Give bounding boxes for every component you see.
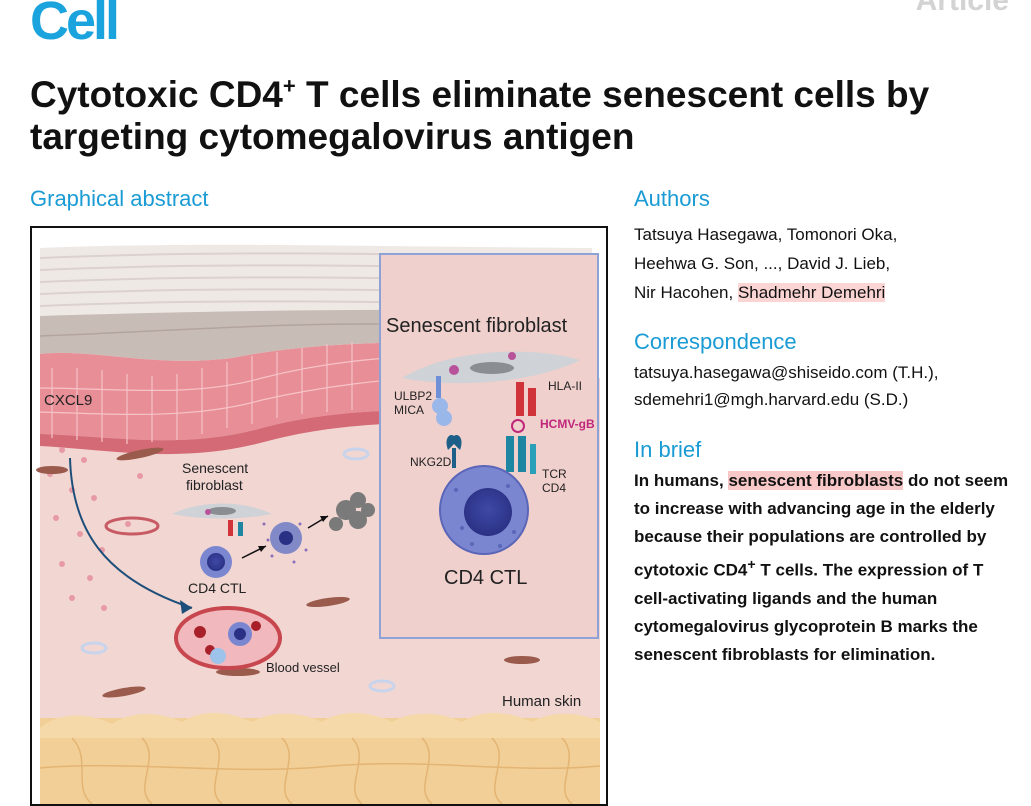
authors-line-1: Tatsuya Hasegawa, Tomonori Oka, bbox=[634, 225, 898, 244]
mica-label: MICA bbox=[394, 403, 424, 417]
title-rest: T cells eliminate senescent cells by tar… bbox=[30, 74, 930, 157]
authors-line-3-plain: Nir Hacohen, bbox=[634, 283, 738, 302]
cell-debris bbox=[329, 492, 375, 531]
subcutaneous-fat bbox=[39, 712, 601, 804]
inset-panel bbox=[379, 253, 599, 639]
small-cd4-ctl-label: CD4 CTL bbox=[188, 580, 247, 596]
correspondence-email-2[interactable]: sdemehri1@mgh.harvard.edu (S.D.) bbox=[634, 390, 909, 409]
in-brief-post1: do not seem to increase with advancing a… bbox=[634, 471, 1009, 580]
authors-line-2: Heehwa G. Son, ..., David J. Lieb, bbox=[634, 254, 891, 273]
nkg2d-label: NKG2D bbox=[410, 455, 452, 469]
tcr-molecule bbox=[506, 436, 514, 472]
hcmv-gb-label: HCMV-gB bbox=[540, 417, 595, 431]
graphical-abstract-heading: Graphical abstract bbox=[30, 186, 209, 211]
graphical-abstract-figure: CXCL9 Senescent fibroblast bbox=[32, 228, 606, 804]
human-skin-label: Human skin bbox=[502, 693, 581, 710]
large-cd4-ctl-label: CD4 CTL bbox=[444, 567, 527, 589]
epidermis-cells bbox=[39, 342, 393, 444]
authors-list: Tatsuya Hasegawa, Tomonori Oka, Heehwa G… bbox=[634, 220, 1024, 307]
in-brief-text: In humans, senescent fibroblasts do not … bbox=[634, 467, 1019, 669]
corresponding-author[interactable]: Shadmehr Demehri bbox=[737, 283, 886, 302]
vessel-cross-sections bbox=[80, 447, 396, 693]
graphical-abstract: CXCL9 Senescent fibroblast bbox=[30, 226, 608, 806]
title-superscript: + bbox=[282, 73, 296, 99]
correspondence-email-1[interactable]: tatsuya.hasegawa@shiseido.com (T.H.), bbox=[634, 363, 939, 382]
article-title: Cytotoxic CD4+ T cells eliminate senesce… bbox=[30, 74, 1020, 158]
inset-title: Senescent fibroblast bbox=[386, 315, 568, 337]
apoptotic-cell bbox=[262, 522, 308, 564]
hcmv-gb-antigen bbox=[511, 419, 525, 433]
title-main: Cytotoxic CD4 bbox=[30, 74, 283, 115]
in-brief-highlight: senescent fibroblasts bbox=[728, 471, 904, 490]
in-brief-post2: T cells. The expression of T cell-activa… bbox=[634, 560, 984, 664]
ulbp2-label: ULBP2 bbox=[394, 389, 432, 403]
in-brief-pre: In humans, bbox=[634, 471, 729, 490]
authors-heading: Authors bbox=[634, 186, 710, 211]
article-type-label: Article bbox=[915, 0, 1009, 17]
senescent-label-line1: Senescent bbox=[182, 460, 248, 476]
migration-arrow bbox=[69, 457, 193, 609]
tcr-label: TCR bbox=[542, 467, 567, 481]
blood-vessel bbox=[174, 606, 282, 670]
cd4-label: CD4 bbox=[542, 481, 566, 495]
blood-vessel-label: Blood vessel bbox=[266, 660, 340, 675]
in-brief-sup: + bbox=[747, 557, 756, 573]
small-vessel bbox=[104, 516, 160, 536]
correspondence-block: tatsuya.hasegawa@shiseido.com (T.H.), sd… bbox=[634, 359, 1024, 413]
authors-line-3: Nir Hacohen, Shadmehr Demehri bbox=[634, 278, 1024, 307]
senescent-label-line2: fibroblast bbox=[186, 477, 243, 493]
correspondence-heading: Correspondence bbox=[634, 329, 797, 354]
nkg2d-receptor bbox=[446, 435, 462, 468]
dermal-fibroblasts bbox=[36, 447, 540, 698]
cxcl9-label: CXCL9 bbox=[44, 392, 92, 409]
hla-ii-molecule bbox=[516, 382, 524, 416]
large-cd4-ctl bbox=[439, 465, 529, 555]
in-brief-heading: In brief bbox=[634, 437, 702, 462]
hla-ii-label: HLA-II bbox=[548, 379, 582, 393]
journal-logo: Cell bbox=[30, 0, 120, 51]
